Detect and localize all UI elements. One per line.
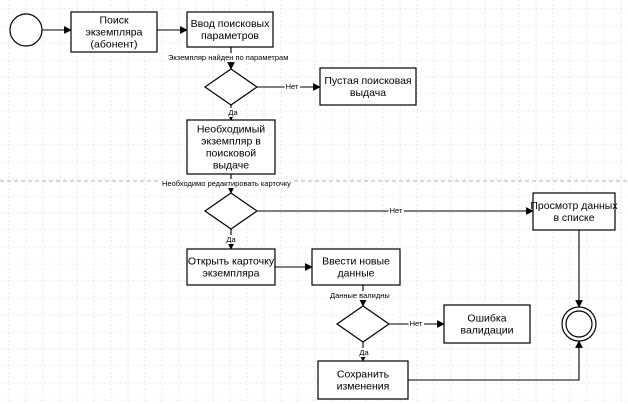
edge-label-background — [225, 235, 238, 244]
node-label-line: Открыть карточку — [188, 256, 275, 268]
edge-label-background — [227, 108, 240, 117]
task-box — [186, 248, 276, 286]
edge-label-background — [161, 179, 293, 188]
gateway-diamond — [203, 68, 259, 106]
node-end — [561, 306, 597, 342]
task-box — [532, 192, 616, 231]
edge-label-background — [388, 206, 404, 215]
edge-label-background — [167, 53, 290, 62]
node-label-line: (абонент) — [91, 39, 138, 51]
node-label-line: выдача — [350, 87, 386, 99]
gateway-diamond — [335, 305, 391, 343]
edge-label: Нет — [410, 319, 423, 328]
edge-label: Да — [228, 108, 238, 117]
node-label-line: Необходимый — [197, 124, 265, 136]
edge-label-background — [358, 348, 371, 357]
edge-label-background — [329, 291, 391, 300]
node-start — [9, 13, 43, 47]
node-label-line: экземпляр в — [201, 136, 261, 148]
edge-label: Необходимо редактировать карточку — [162, 179, 291, 188]
task-box — [319, 67, 417, 106]
task-box — [70, 11, 158, 53]
node-gateway-found — [203, 68, 259, 106]
start-event-circle — [9, 13, 43, 47]
edge-label: Да — [226, 235, 236, 244]
node-label-line: Сохранить — [337, 369, 390, 381]
node-label-line: изменения — [337, 381, 390, 393]
node-label-line: Ввести новые — [322, 256, 390, 268]
gateway-diamond — [203, 192, 259, 230]
edge-label-background — [408, 319, 424, 328]
node-label-line: Просмотр данных — [530, 200, 618, 212]
node-label-line: Ошибка — [467, 313, 506, 325]
node-label-line: Поиск — [99, 15, 129, 27]
task-box — [186, 119, 276, 175]
node-label-line: параметров — [201, 30, 259, 42]
edge-label: Да — [359, 348, 369, 357]
edge-save-changes-to-end — [408, 340, 583, 381]
node-label-line: экземпляра — [85, 27, 142, 39]
task-box — [443, 304, 531, 344]
end-event-inner-circle — [565, 310, 593, 338]
node-label-line: выдаче — [213, 160, 249, 172]
node-label-line: данные — [338, 268, 375, 280]
flow-edge-labels: Экземпляр найден по параметрамНетДаНеобх… — [161, 53, 424, 357]
edge-label: Данные валидны — [330, 291, 390, 300]
edge-label: Экземпляр найден по параметрам — [168, 53, 288, 62]
node-label-line: в списке — [553, 212, 594, 224]
node-label-line: экземпляра — [202, 268, 259, 280]
node-gateway-valid — [335, 305, 391, 343]
edge-label: Нет — [390, 206, 403, 215]
node-gateway-edit — [203, 192, 259, 230]
task-box — [317, 360, 409, 400]
edge-label-background — [284, 82, 300, 91]
node-label-line: Ввод поисковых — [191, 18, 270, 30]
task-box — [186, 11, 274, 48]
edge-label: Нет — [286, 82, 299, 91]
node-label-line: поисковой — [206, 148, 256, 160]
node-label-line: валидации — [460, 325, 513, 337]
node-label-line: Пустая поисковая — [324, 75, 411, 87]
task-box — [311, 248, 401, 286]
